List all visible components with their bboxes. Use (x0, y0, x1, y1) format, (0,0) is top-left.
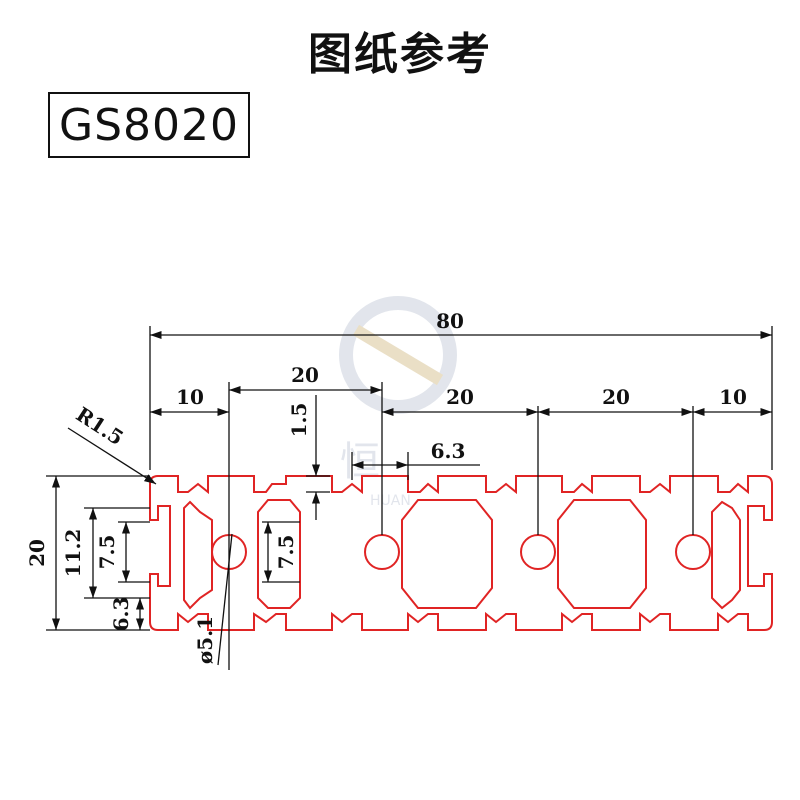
bore-3 (520, 534, 556, 570)
watermark-logo: 恒 HUAN (339, 296, 457, 509)
watermark-brand-en: HUAN (370, 493, 411, 509)
dim-slot-depth: 1.5 (287, 403, 311, 438)
dim-pitch-mid: 20 (446, 385, 474, 409)
dim-leader-bore (217, 533, 233, 666)
dim-bore: ø5.1 (193, 616, 217, 664)
extrusion-profile (149, 475, 773, 631)
dim-pitch-top: 20 (291, 363, 319, 387)
dim-inner-height: 11.2 (61, 529, 85, 578)
model-label-box: GS8020 (48, 92, 250, 158)
cavity-4 (557, 499, 647, 609)
cavity-2 (257, 499, 301, 609)
cavity-1 (183, 500, 213, 610)
dim-corner-radius: R1.5 (72, 402, 128, 450)
bore-4 (675, 534, 711, 570)
cavity-3 (401, 499, 493, 609)
dim-pitch-right: 20 (602, 385, 630, 409)
bore-2 (364, 534, 400, 570)
dim-slot-height-left: 7.5 (95, 535, 119, 570)
dim-lip: 6.3 (109, 597, 133, 632)
model-label: GS8020 (58, 99, 239, 151)
dim-slot-height-mid: 7.5 (274, 535, 298, 570)
cavity-5 (711, 500, 741, 610)
dimension-labels: 80 10 20 20 20 10 6.3 1.5 R1.5 20 11.2 7… (25, 309, 747, 664)
dimension-annotations (46, 326, 773, 670)
page-title: 图纸参考 (308, 29, 492, 80)
dim-overall-width: 80 (436, 309, 464, 333)
dim-slot-opening: 6.3 (431, 439, 466, 463)
dim-edge-right: 10 (719, 385, 747, 409)
dim-leader-r1-5 (67, 427, 157, 485)
dim-height: 20 (25, 539, 49, 567)
watermark-brand-cn: 恒 (340, 439, 380, 485)
profile-outline (149, 475, 773, 631)
dim-edge-left: 10 (176, 385, 204, 409)
